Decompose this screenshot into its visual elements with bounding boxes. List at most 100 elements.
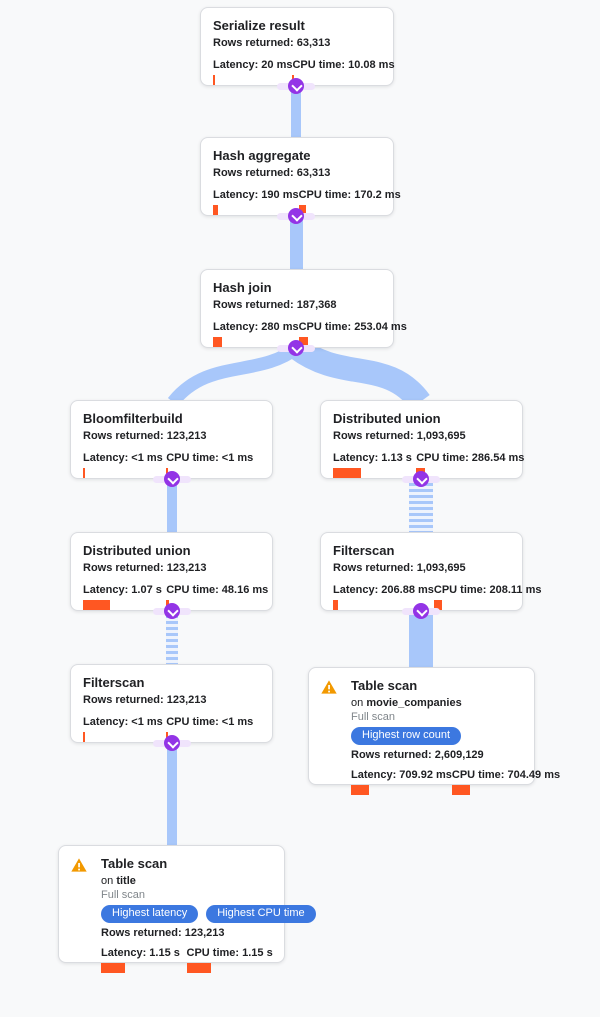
latency-bar xyxy=(83,468,85,478)
latency-bar xyxy=(213,337,222,347)
collapse-toggle-distributed-union-left[interactable] xyxy=(164,603,180,619)
node-title: Hash join xyxy=(213,280,272,295)
latency-bar xyxy=(213,205,218,215)
node-rows-returned: Rows returned: 187,368 xyxy=(213,299,337,311)
table-name: movie_companies xyxy=(366,697,462,709)
highest-row-count-badge: Highest row count xyxy=(351,727,462,745)
cpu-bar xyxy=(433,600,442,610)
collapse-toggle-hash-join[interactable] xyxy=(288,340,304,356)
node-metrics: Latency: 1.13 s CPU time: 286.54 ms xyxy=(333,452,524,478)
plan-node-table-scan-movie-companies[interactable]: Table scan on movie_companies Full scan … xyxy=(308,667,560,795)
plan-node-hash-aggregate[interactable]: Hash aggregate Rows returned: 63,313 Lat… xyxy=(200,137,401,216)
latency-bar xyxy=(101,963,125,973)
latency-bar xyxy=(83,732,85,742)
edge-serialize-to-hashagg xyxy=(291,84,301,138)
node-metrics: Latency: 206.88 ms CPU time: 208.11 ms xyxy=(333,584,542,610)
edge-fsleft-to-tsleft xyxy=(167,741,177,846)
node-title: Bloomfilterbuild xyxy=(83,411,183,426)
chevron-down-icon xyxy=(166,472,179,485)
plan-node-serialize-result[interactable]: Serialize result Rows returned: 63,313 L… xyxy=(200,7,395,86)
scan-type: Full scan xyxy=(351,711,396,723)
node-rows-returned: Rows returned: 2,609,129 xyxy=(351,749,484,761)
on-prefix: on xyxy=(101,875,114,887)
node-title: Distributed union xyxy=(333,411,441,426)
chevron-down-icon xyxy=(415,604,428,617)
node-rows-returned: Rows returned: 123,213 xyxy=(83,562,207,574)
warning-icon xyxy=(71,858,87,872)
collapse-toggle-filterscan-left[interactable] xyxy=(164,735,180,751)
latency-bar xyxy=(333,468,361,478)
node-metrics: Latency: 709.92 ms CPU time: 704.49 ms xyxy=(351,769,560,795)
node-latency: Latency: 709.92 ms xyxy=(351,769,452,781)
chevron-down-icon xyxy=(415,472,428,485)
node-cpu-time: CPU time: 286.54 ms xyxy=(416,452,525,464)
plan-node-table-scan-title[interactable]: Table scan on title Full scan Highest la… xyxy=(58,845,316,973)
node-rows-returned: Rows returned: 63,313 xyxy=(213,37,331,49)
latency-bar xyxy=(83,600,110,610)
node-rows-returned: Rows returned: 123,213 xyxy=(101,927,225,939)
collapse-toggle-filterscan-right[interactable] xyxy=(413,603,429,619)
node-title: Distributed union xyxy=(83,543,191,558)
badge-row: Highest latency Highest CPU time xyxy=(101,905,316,923)
collapse-toggle-bloomfilterbuild[interactable] xyxy=(164,471,180,487)
node-cpu-time: CPU time: 253.04 ms xyxy=(298,321,407,333)
node-latency: Latency: <1 ms xyxy=(83,716,163,728)
node-cpu-time: CPU time: <1 ms xyxy=(166,716,254,728)
plan-node-distributed-union-left[interactable]: Distributed union Rows returned: 123,213… xyxy=(70,532,273,611)
node-rows-returned: Rows returned: 1,093,695 xyxy=(333,430,466,442)
node-cpu-time: CPU time: 10.08 ms xyxy=(292,59,395,71)
node-metrics: Latency: 1.07 s CPU time: 48.16 ms xyxy=(83,584,268,610)
node-cpu-time: CPU time: 170.2 ms xyxy=(298,189,401,201)
node-title: Serialize result xyxy=(213,18,305,33)
plan-node-hash-join[interactable]: Hash join Rows returned: 187,368 Latency… xyxy=(200,269,407,348)
highest-latency-badge: Highest latency xyxy=(101,905,199,923)
node-title: Table scan xyxy=(101,856,168,871)
edge-bloom-to-duleft xyxy=(167,477,177,533)
chevron-down-icon xyxy=(290,209,303,222)
plan-node-bloomfilterbuild[interactable]: Bloomfilterbuild Rows returned: 123,213 … xyxy=(70,400,273,479)
node-latency: Latency: 1.13 s xyxy=(333,452,412,464)
node-latency: Latency: 190 ms xyxy=(213,189,299,201)
on-prefix: on xyxy=(351,697,364,709)
badge-row: Highest row count xyxy=(351,727,522,745)
edge-hashagg-to-hashjoin xyxy=(290,214,303,270)
node-latency: Latency: <1 ms xyxy=(83,452,163,464)
chevron-down-icon xyxy=(290,341,303,354)
node-title: Filterscan xyxy=(83,675,145,690)
plan-node-distributed-union-right[interactable]: Distributed union Rows returned: 1,093,6… xyxy=(320,400,524,479)
node-title: Table scan xyxy=(351,678,418,693)
edge-duleft-to-fsleft-distributed xyxy=(166,609,178,665)
node-title: Hash aggregate xyxy=(213,148,311,163)
plan-node-filterscan-left[interactable]: Filterscan Rows returned: 123,213 Latenc… xyxy=(70,664,273,743)
plan-node-filterscan-right[interactable]: Filterscan Rows returned: 1,093,695 Late… xyxy=(320,532,542,611)
chevron-down-icon xyxy=(290,79,303,92)
node-table-line: on movie_companies xyxy=(351,696,522,710)
highest-cpu-time-badge: Highest CPU time xyxy=(206,905,316,923)
collapse-toggle-hash-aggregate[interactable] xyxy=(288,208,304,224)
node-table-line: on title xyxy=(101,874,272,888)
node-rows-returned: Rows returned: 1,093,695 xyxy=(333,562,466,574)
latency-bar xyxy=(333,600,338,610)
node-metrics: Latency: <1 ms CPU time: <1 ms xyxy=(83,716,260,742)
node-metrics: Latency: 20 ms CPU time: 10.08 ms xyxy=(213,59,395,85)
node-title: Filterscan xyxy=(333,543,395,558)
node-latency: Latency: 280 ms xyxy=(213,321,299,333)
latency-bar xyxy=(351,785,369,795)
chevron-down-icon xyxy=(166,604,179,617)
node-rows-returned: Rows returned: 123,213 xyxy=(83,430,207,442)
cpu-bar xyxy=(186,963,211,973)
node-metrics: Latency: 190 ms CPU time: 170.2 ms xyxy=(213,189,401,215)
scan-type: Full scan xyxy=(101,889,146,901)
collapse-toggle-serialize[interactable] xyxy=(288,78,304,94)
node-cpu-time: CPU time: 48.16 ms xyxy=(166,584,269,596)
table-name: title xyxy=(116,875,136,887)
node-rows-returned: Rows returned: 123,213 xyxy=(83,694,207,706)
latency-bar xyxy=(213,75,215,85)
collapse-toggle-distributed-union-right[interactable] xyxy=(413,471,429,487)
node-latency: Latency: 206.88 ms xyxy=(333,584,434,596)
node-metrics: Latency: <1 ms CPU time: <1 ms xyxy=(83,452,260,478)
node-latency: Latency: 1.07 s xyxy=(83,584,162,596)
node-cpu-time: CPU time: <1 ms xyxy=(166,452,254,464)
node-latency: Latency: 1.15 s xyxy=(101,947,180,959)
